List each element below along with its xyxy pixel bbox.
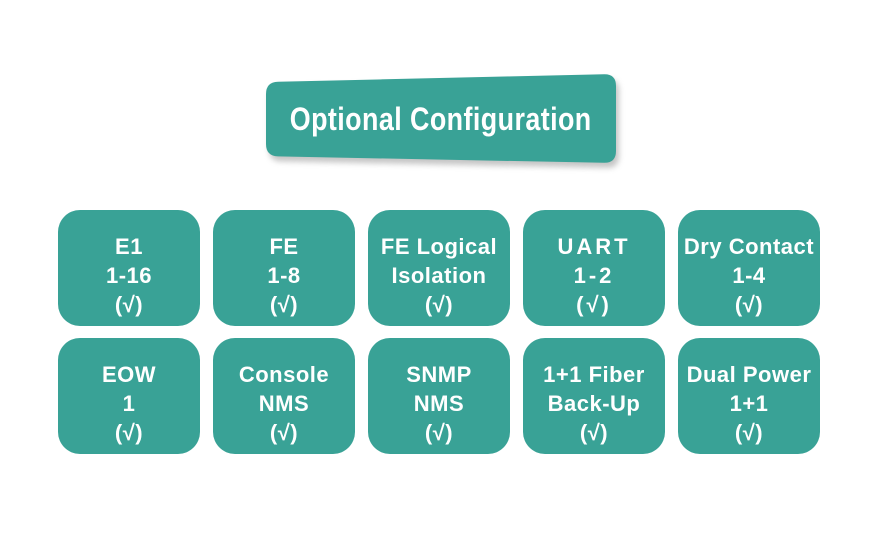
- check-mark: (√): [734, 292, 764, 317]
- card-dual-power: Dual Power 1+1 (√): [678, 338, 820, 454]
- card-range-line: 1-4: [732, 263, 766, 288]
- card-title-line: EOW: [101, 362, 157, 387]
- card-range-line: 1-8: [267, 263, 301, 288]
- check-mark: (√): [424, 420, 454, 445]
- card-title-line-2: NMS: [258, 391, 310, 416]
- card-title-line: Console: [238, 362, 330, 387]
- card-uart: UART 1-2 (√): [523, 210, 665, 326]
- card-e1: E1 1-16 (√): [58, 210, 200, 326]
- card-title-line: Dual Power: [686, 362, 812, 387]
- banner-shape-path: [266, 74, 616, 163]
- card-eow: EOW 1 (√): [58, 338, 200, 454]
- card-title-line: 1+1 Fiber: [543, 362, 645, 387]
- card-range-line: 1: [122, 391, 136, 416]
- check-mark: (√): [579, 420, 609, 445]
- card-fe: FE 1-8 (√): [213, 210, 355, 326]
- check-mark: (√): [576, 292, 612, 317]
- card-title-line-2: Isolation: [391, 263, 487, 288]
- card-title-line-2: NMS: [413, 391, 465, 416]
- card-title-line-2: Back-Up: [547, 391, 641, 416]
- check-mark: (√): [114, 420, 144, 445]
- card-range-line: 1+1: [729, 391, 769, 416]
- check-mark: (√): [269, 292, 299, 317]
- check-mark: (√): [424, 292, 454, 317]
- banner-title: Optional Configuration: [290, 100, 592, 137]
- check-mark: (√): [269, 420, 299, 445]
- card-fe-logical-isolation: FE Logical Isolation (√): [368, 210, 510, 326]
- card-fiber-backup: 1+1 Fiber Back-Up (√): [523, 338, 665, 454]
- card-range-line: 1-16: [105, 263, 153, 288]
- card-console-nms: Console NMS (√): [213, 338, 355, 454]
- optional-configuration-banner: Optional Configuration: [260, 66, 622, 172]
- feature-grid: E1 1-16 (√) FE 1-8 (√) FE Logical Isolat…: [58, 210, 820, 454]
- card-title-line: E1: [115, 234, 143, 259]
- card-snmp-nms: SNMP NMS (√): [368, 338, 510, 454]
- card-range-line: 1-2: [573, 263, 615, 288]
- banner-shape: [266, 74, 616, 163]
- card-title-line: FE: [269, 234, 299, 259]
- check-mark: (√): [734, 420, 764, 445]
- check-mark: (√): [114, 292, 144, 317]
- card-title-line: UART: [557, 234, 631, 259]
- card-title-line: SNMP: [406, 362, 472, 387]
- card-title-line: Dry Contact: [683, 234, 815, 259]
- card-title-line: FE Logical: [380, 234, 498, 259]
- card-dry-contact: Dry Contact 1-4 (√): [678, 210, 820, 326]
